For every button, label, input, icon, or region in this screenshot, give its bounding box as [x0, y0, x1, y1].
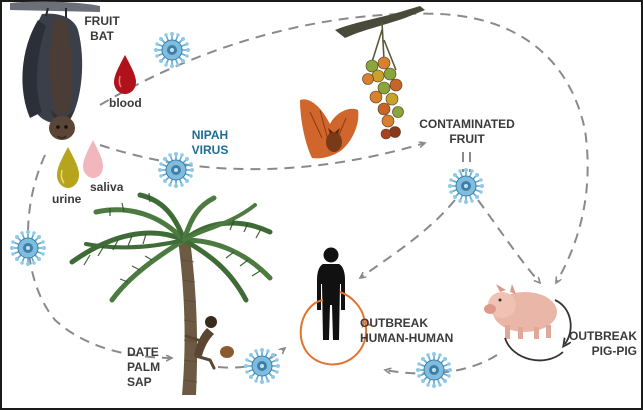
label-nipah-virus: NIPAH VIRUS — [191, 128, 229, 157]
date-palm-icon — [69, 192, 273, 395]
transmission-arrows — [27, 12, 589, 375]
label-date-palm-sap: DATE PALM SAP — [127, 345, 161, 389]
human-outbreak-cycle — [299, 299, 366, 366]
label-fruit-bat: FRUIT BAT — [84, 14, 120, 43]
label-urine: urine — [52, 192, 82, 206]
human-cycle-upper — [339, 291, 365, 319]
hanging-fruit-bat-icon — [10, 1, 100, 140]
arrow-bat-to-sap — [27, 154, 172, 358]
arrow-fruit-to-pig — [477, 199, 540, 283]
label-contaminated-fruit: CONTAMINATED FRUIT — [419, 117, 515, 146]
pig-outbreak-cycle — [554, 299, 572, 344]
label-outbreak-pig-pig: OUTBREAK PIG-PIG — [569, 329, 637, 358]
flying-fruit-bat-icon — [300, 99, 359, 159]
label-outbreak-human-human: OUTBREAK HUMAN-HUMAN — [360, 316, 454, 345]
fruit-cluster-icon — [335, 6, 425, 140]
label-blood: blood — [109, 96, 142, 110]
arrow-fruit-to-human — [360, 199, 456, 278]
tree-climber-icon — [184, 316, 234, 370]
arrow-bat-to-fruit — [99, 143, 425, 171]
human-silhouette-icon — [317, 247, 345, 340]
pig-cycle-lower — [504, 337, 564, 362]
saliva-drop-icon — [83, 140, 103, 178]
arrow-bat-to-pig — [99, 12, 589, 283]
label-saliva: saliva — [90, 180, 124, 194]
arrow-pig-to-human — [385, 354, 498, 375]
pig-icon — [484, 284, 557, 339]
